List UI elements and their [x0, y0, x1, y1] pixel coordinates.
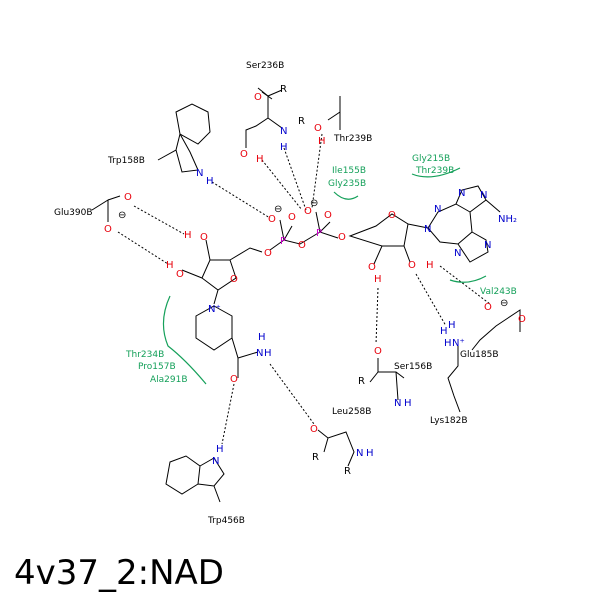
atom-r: R [358, 376, 365, 387]
atom-o: O [374, 346, 382, 357]
atom-h: H [318, 136, 326, 147]
atom-o: O [298, 240, 306, 251]
atom-nplus: N⁺ [452, 338, 465, 349]
residue-labels: Ser236B Trp158B Thr239B Glu390B Glu185B … [54, 61, 499, 526]
hydrophobic-label-thr239: Thr239B [415, 166, 454, 176]
atom-o: O [368, 262, 376, 273]
atom-h: H [440, 326, 448, 337]
atom-o: O [518, 314, 526, 325]
atom-r: R [298, 116, 305, 127]
atom-h: H [256, 154, 264, 165]
atom-o: O [288, 212, 296, 223]
atom-o: O [230, 374, 238, 385]
residue-label-glu390: Glu390B [54, 208, 93, 218]
atom-n: N [480, 190, 487, 201]
hydrophobic-label-ile155: Ile155B [332, 166, 366, 176]
atom-h: H [258, 332, 266, 343]
atom-o: O [200, 232, 208, 243]
atom-h: H [264, 348, 272, 359]
atom-p: P [280, 236, 286, 247]
residue-label-trp456: Trp456B [207, 516, 245, 526]
residue-label-glu185: Glu185B [460, 350, 499, 360]
hydrophobic-labels: Ile155B Gly235B Gly215B Thr239B Val243B … [125, 154, 517, 385]
atom-h: H [184, 230, 192, 241]
atom-h: H [404, 398, 412, 409]
atom-o: O [338, 232, 346, 243]
atom-o: O [408, 260, 416, 271]
atom-o: O [314, 123, 322, 134]
atom-n: N [424, 224, 431, 235]
charge-minus: ⊖ [500, 298, 508, 309]
atom-o: O [124, 192, 132, 203]
atom-n: N [394, 398, 401, 409]
atom-labels: O R N R H O H O H N H O O ⊖ H O H O O O … [104, 84, 526, 477]
atom-o: O [254, 92, 262, 103]
atom-nplus: N⁺ [208, 304, 221, 315]
atom-h: H [374, 274, 382, 285]
atom-p: P [316, 228, 322, 239]
residue-label-ser236: Ser236B [246, 61, 284, 71]
atom-o: O [324, 210, 332, 221]
atom-r: R [344, 466, 351, 477]
residue-label-leu258: Leu258B [332, 407, 371, 417]
atom-h: H [444, 338, 452, 349]
atom-nh2: NH₂ [498, 214, 517, 225]
atom-o: O [176, 269, 184, 280]
atom-h: H [166, 260, 174, 271]
atom-n: N [280, 126, 287, 137]
atom-h: H [426, 260, 434, 271]
atom-r: R [280, 84, 287, 95]
residue-label-ser156: Ser156B [394, 362, 432, 372]
charge-minus: ⊖ [118, 210, 126, 221]
atom-h: H [206, 176, 214, 187]
atom-n: N [454, 248, 461, 259]
hydrophobic-label-ala291: Ala291B [150, 375, 188, 385]
atom-o: O [304, 206, 312, 217]
atom-n: N [356, 448, 363, 459]
charge-minus: ⊖ [310, 198, 318, 209]
atom-o: O [264, 248, 272, 259]
atom-o: O [240, 149, 248, 160]
atom-o: O [484, 302, 492, 313]
atom-n: N [212, 456, 219, 467]
hydrophobic-contacts [162, 167, 487, 385]
atom-h: H [366, 448, 374, 459]
hydrophobic-label-gly215: Gly215B [412, 154, 450, 164]
atom-o: O [268, 214, 276, 225]
hydrophobic-label-pro157: Pro157B [138, 362, 176, 372]
atom-o: O [388, 210, 396, 221]
charge-minus: ⊖ [274, 204, 282, 215]
diagram-title: 4v37_2:NAD [14, 553, 224, 593]
hydrogen-bonds [117, 133, 491, 445]
atom-o: O [310, 424, 318, 435]
hydrophobic-label-thr234: Thr234B [125, 350, 164, 360]
hydrophobic-label-val243: Val243B [480, 287, 517, 297]
atom-n: N [196, 168, 203, 179]
residue-label-lys182: Lys182B [430, 416, 468, 426]
atom-n: N [434, 204, 441, 215]
atom-n: N [484, 240, 491, 251]
hydrophobic-label-gly235: Gly235B [328, 179, 366, 189]
atom-h: H [280, 142, 288, 153]
atom-o: O [230, 274, 238, 285]
residue-label-trp158: Trp158B [107, 156, 145, 166]
bonds [91, 87, 521, 503]
atom-h: H [216, 444, 224, 455]
atom-n: N [256, 348, 263, 359]
atom-h: H [448, 320, 456, 331]
atom-r: R [312, 452, 319, 463]
residue-label-thr239: Thr239B [333, 134, 372, 144]
atom-o: O [104, 224, 112, 235]
atom-n: N [458, 188, 465, 199]
